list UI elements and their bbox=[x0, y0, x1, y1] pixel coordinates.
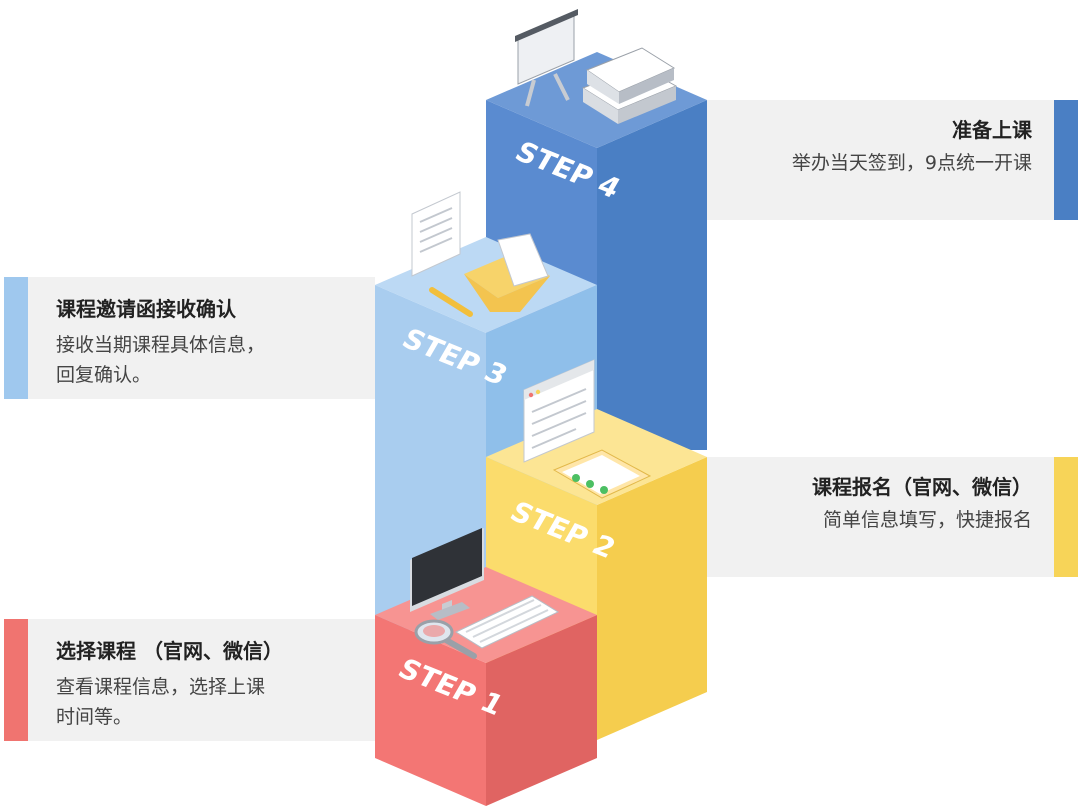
step4-desc-line1: 举办当天签到，9点统一开课 bbox=[791, 152, 1032, 174]
step3-desc-line1: 接收当期课程具体信息， bbox=[56, 334, 266, 356]
step4-card: 准备上课 举办当天签到，9点统一开课 bbox=[707, 100, 1078, 220]
presentation-board-icon bbox=[515, 9, 578, 107]
keyboard-icon bbox=[454, 595, 560, 649]
step2-desc-line1: 简单信息填写，快捷报名 bbox=[822, 509, 1032, 531]
step1-desc-line2: 时间等。 bbox=[56, 706, 133, 728]
step1-desc-line1: 查看课程信息，选择上课 bbox=[56, 676, 266, 698]
pencil-icon bbox=[429, 287, 473, 317]
monitor-icon bbox=[410, 528, 484, 620]
step3-card: 课程邀请函接收确认 接收当期课程具体信息， 回复确认。 bbox=[4, 277, 375, 399]
step3-title: 课程邀请函接收确认 bbox=[56, 297, 236, 321]
envelope-letter-icon bbox=[464, 233, 550, 312]
step4-accent-bar bbox=[1054, 100, 1078, 220]
magnifier-icon bbox=[414, 619, 477, 659]
step1-card: 选择课程 （官网、微信） 查看课程信息，选择上课 时间等。 bbox=[4, 619, 375, 741]
step2-accent-bar bbox=[1054, 457, 1078, 577]
step2-title: 课程报名（官网、微信） bbox=[812, 475, 1032, 499]
step1-title: 选择课程 （官网、微信） bbox=[56, 639, 283, 663]
browser-window-icon bbox=[523, 359, 595, 463]
step2-card: 课程报名（官网、微信） 简单信息填写，快捷报名 bbox=[707, 457, 1078, 577]
book-stack-icon bbox=[581, 47, 678, 124]
step1-accent-bar bbox=[4, 619, 28, 741]
step3-accent-bar bbox=[4, 277, 28, 399]
step3-desc-line2: 回复确认。 bbox=[56, 364, 152, 386]
checklist-icon bbox=[552, 449, 652, 499]
step4-title: 准备上课 bbox=[952, 118, 1032, 142]
document-icon bbox=[411, 191, 461, 277]
